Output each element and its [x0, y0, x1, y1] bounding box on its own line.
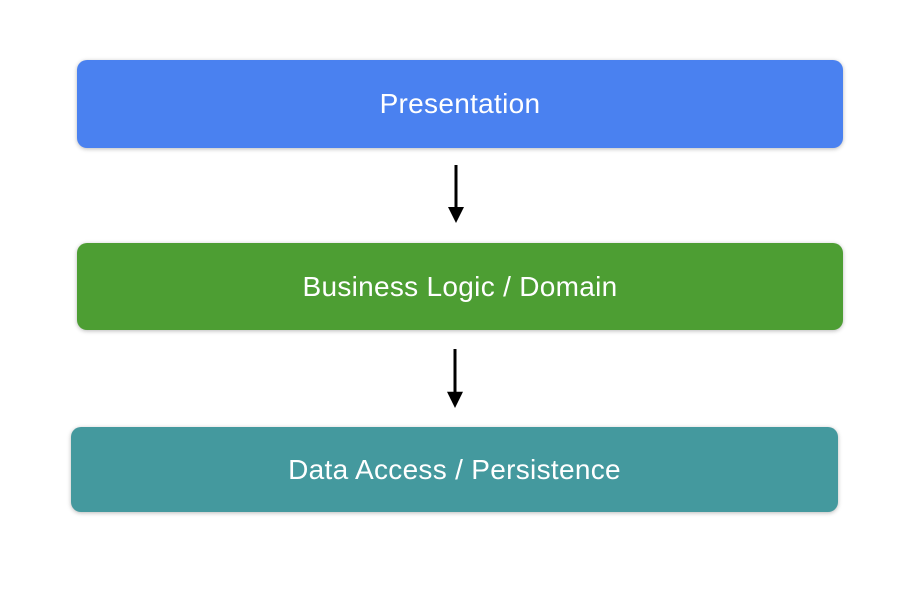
layer-node-label: Business Logic / Domain — [302, 270, 618, 302]
down-arrow-icon — [448, 165, 464, 223]
layer-node-data-access: Data Access / Persistence — [71, 427, 838, 512]
down-arrow-icon — [447, 349, 463, 408]
layer-node-business-logic: Business Logic / Domain — [77, 243, 843, 330]
layer-node-presentation: Presentation — [77, 60, 843, 148]
layer-node-label: Presentation — [379, 88, 541, 119]
layer-node-label: Data Access / Persistence — [288, 453, 621, 485]
